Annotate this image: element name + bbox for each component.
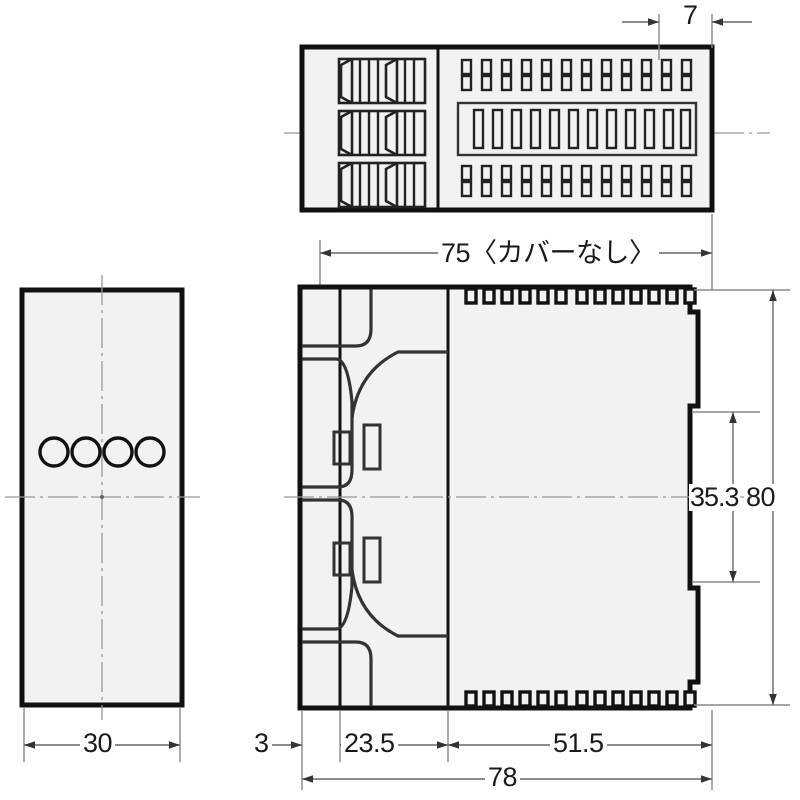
dimension-label-80: 80 [745,482,777,512]
terminal-row [337,109,427,157]
dimension-label-75: 75〈カバーなし〉 [438,240,659,267]
dimension-label-7: 7 [679,2,703,29]
clip-slot [362,536,382,584]
terminal-row [337,161,427,209]
din-rail-clip-profile [302,289,448,706]
center-mark [100,495,104,499]
end-view [5,275,200,720]
vent-band-lower [460,164,693,198]
dimension-label-23-5: 23.5 [341,730,398,757]
side-view [284,284,770,711]
terminal-row [337,57,427,105]
dimension-label-51-5: 51.5 [550,730,607,757]
side-vent-top [464,287,697,305]
clip-slot-group [332,423,382,584]
top-view [284,44,770,213]
center-recess [456,101,698,157]
dimension-label-30: 30 [80,730,116,757]
side-vent-bottom [464,690,697,708]
clip-slot [332,541,352,577]
indicator-led [134,436,166,468]
indicator-led-group [38,436,166,468]
indicator-led [102,436,134,468]
indicator-led [70,436,102,468]
clip-slot [362,423,382,471]
vent-band-upper [460,58,693,92]
clip-slot [332,430,352,466]
dimension-label-3: 3 [252,728,272,758]
dimension-7 [622,14,752,60]
indicator-led [38,436,70,468]
terminal-block-group [337,57,427,209]
dimension-label-78: 78 [485,764,521,791]
dimension-label-35-3: 35.3 [689,482,740,512]
